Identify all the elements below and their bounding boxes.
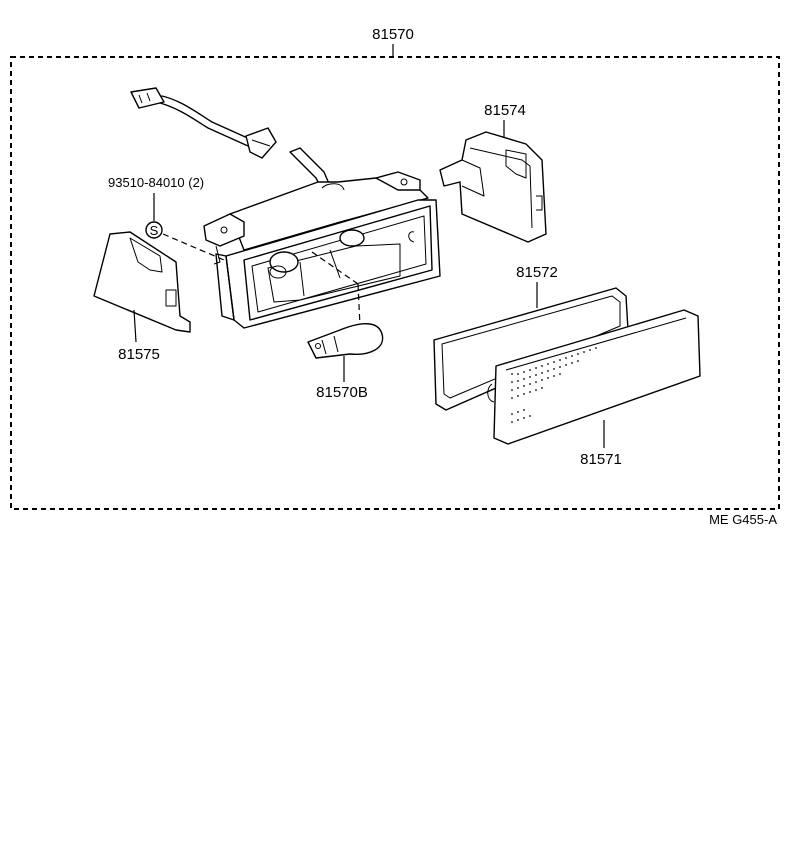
- lens: [487, 309, 701, 445]
- bulb-part-number: 81570B: [316, 384, 368, 401]
- assembly-part-number: 81570: [372, 26, 414, 43]
- clip-symbol-icon: S: [145, 221, 163, 239]
- lens-texture: [511, 347, 597, 423]
- clip-symbol-label: S: [150, 223, 159, 238]
- bulb: [307, 323, 384, 359]
- left-cover: [93, 231, 191, 333]
- clip-to-housing-dashline: [162, 233, 225, 261]
- assembly-boundary: [10, 56, 780, 510]
- left-cover-leader: [133, 309, 137, 343]
- lamp-housing: [203, 171, 441, 329]
- right-cover-part-number: 81574: [484, 102, 526, 119]
- bulb-dashline-b: [357, 283, 361, 327]
- lens-part-number: 81571: [580, 451, 622, 468]
- left-cover-part-number: 81575: [118, 346, 160, 363]
- gasket-part-number: 81572: [516, 264, 558, 281]
- figure-code: ME G455-A: [709, 512, 777, 527]
- clip-part-number: 93510-84010 (2): [108, 175, 204, 190]
- right-cover: [439, 131, 547, 243]
